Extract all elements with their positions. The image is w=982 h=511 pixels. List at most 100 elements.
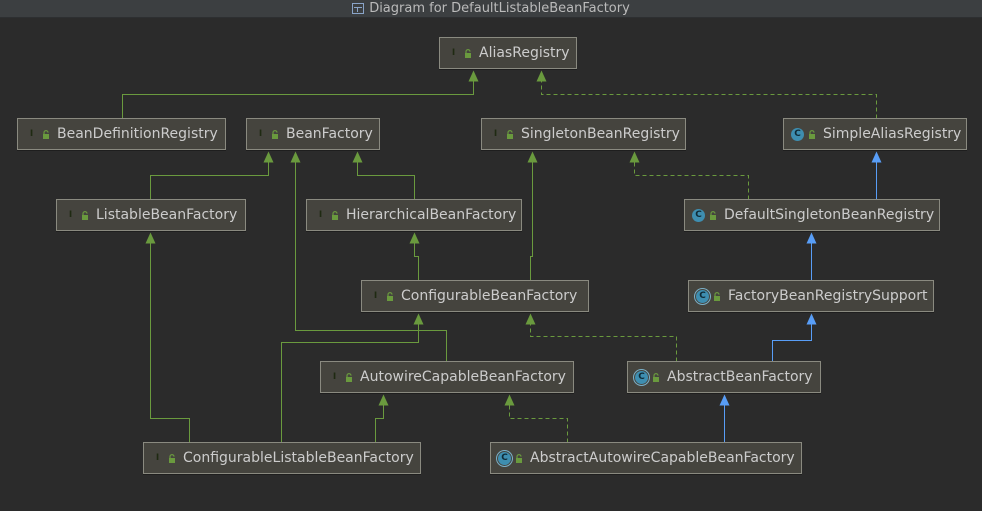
abstract-class-icon: C: [696, 289, 709, 303]
diagram-edges: [122, 70, 882, 443]
class-icon: C: [692, 208, 705, 222]
node-label: FactoryBeanRegistrySupport: [728, 288, 928, 304]
node-autowire-capable-bean-factory[interactable]: I AutowireCapableBeanFactory: [320, 361, 574, 393]
edge-bean-definition-registry-to-alias-registry: [122, 70, 479, 119]
diagram-canvas[interactable]: I AliasRegistry I BeanDefinitionRegistry…: [0, 18, 982, 511]
node-alias-registry[interactable]: I AliasRegistry: [439, 37, 577, 69]
arrowhead-icon: [806, 232, 817, 244]
interface-icon: I: [451, 47, 456, 58]
node-label: HierarchicalBeanFactory: [346, 207, 517, 223]
interface-icon: I: [258, 128, 263, 139]
abstract-class-icon: C: [498, 451, 511, 465]
edge-abstract-autowire-capable-bean-factory-to-autowire-capable-bean-factory: [504, 394, 568, 443]
arrowhead-icon: [263, 151, 274, 163]
edge-abstract-bean-factory-to-factory-bean-registry-support: [772, 313, 817, 362]
edge-line: [150, 161, 269, 200]
edge-line: [541, 80, 877, 119]
node-default-singleton-bean-registry[interactable]: C DefaultSingletonBeanRegistry: [684, 199, 940, 231]
node-label: ConfigurableListableBeanFactory: [183, 450, 414, 466]
node-bean-definition-registry[interactable]: I BeanDefinitionRegistry: [17, 118, 226, 150]
arrowhead-icon: [290, 151, 301, 163]
edge-line: [530, 161, 533, 281]
edge-line: [530, 323, 677, 362]
node-hierarchical-bean-factory[interactable]: I HierarchicalBeanFactory: [306, 199, 522, 231]
lock-icon: [169, 453, 175, 463]
lock-icon: [653, 372, 659, 382]
diagram-icon: [352, 3, 365, 14]
edge-line: [634, 161, 749, 200]
edge-line: [509, 404, 568, 443]
node-abstract-autowire-capable-bean-factory[interactable]: C AbstractAutowireCapableBeanFactory: [490, 442, 802, 474]
edge-configurable-listable-bean-factory-to-autowire-capable-bean-factory: [375, 394, 389, 443]
edge-configurable-bean-factory-to-hierarchical-bean-factory: [409, 232, 420, 281]
edge-line: [295, 161, 447, 362]
node-label: BeanFactory: [286, 126, 373, 142]
edge-line: [375, 404, 384, 443]
edge-default-singleton-bean-registry-to-singleton-bean-registry: [629, 151, 749, 200]
node-simple-alias-registry[interactable]: C SimpleAliasRegistry: [783, 118, 967, 150]
lock-icon: [465, 48, 471, 58]
node-label: SimpleAliasRegistry: [823, 126, 962, 142]
arrowhead-icon: [409, 232, 420, 244]
edge-configurable-bean-factory-to-singleton-bean-registry: [527, 151, 538, 281]
node-label: ConfigurableBeanFactory: [401, 288, 578, 304]
interface-icon: I: [29, 128, 34, 139]
arrowhead-icon: [629, 151, 640, 163]
edge-line: [414, 242, 419, 281]
edge-listable-bean-factory-to-bean-factory: [150, 151, 274, 200]
node-label: ListableBeanFactory: [96, 207, 238, 223]
lock-icon: [507, 129, 513, 139]
node-listable-bean-factory[interactable]: I ListableBeanFactory: [56, 199, 246, 231]
edge-line: [281, 323, 419, 443]
edge-configurable-listable-bean-factory-to-listable-bean-factory: [145, 232, 190, 443]
edge-factory-bean-registry-support-to-default-singleton-bean-registry: [806, 232, 817, 281]
arrowhead-icon: [806, 313, 817, 325]
interface-icon: I: [68, 209, 73, 220]
arrowhead-icon: [536, 70, 547, 82]
arrowhead-icon: [352, 151, 363, 163]
node-label: AbstractBeanFactory: [667, 369, 813, 385]
node-bean-factory[interactable]: I BeanFactory: [246, 118, 380, 150]
node-factory-bean-registry-support[interactable]: C FactoryBeanRegistrySupport: [688, 280, 934, 312]
lock-icon: [387, 291, 393, 301]
lock-icon: [714, 291, 720, 301]
interface-icon: I: [493, 128, 498, 139]
window-title: Diagram for DefaultListableBeanFactory: [369, 1, 630, 16]
edge-hierarchical-bean-factory-to-bean-factory: [352, 151, 415, 200]
node-label: BeanDefinitionRegistry: [57, 126, 218, 142]
node-label: AbstractAutowireCapableBeanFactory: [530, 450, 795, 466]
lock-icon: [809, 129, 815, 139]
node-label: AutowireCapableBeanFactory: [360, 369, 566, 385]
node-configurable-bean-factory[interactable]: I ConfigurableBeanFactory: [361, 280, 589, 312]
node-label: AliasRegistry: [479, 45, 570, 61]
arrowhead-icon: [871, 151, 882, 163]
edge-simple-alias-registry-to-alias-registry: [536, 70, 877, 119]
lock-icon: [516, 453, 522, 463]
edge-line: [772, 323, 812, 362]
edge-abstract-autowire-capable-bean-factory-to-abstract-bean-factory: [719, 394, 730, 443]
edge-line: [357, 161, 415, 200]
arrowhead-icon: [504, 394, 515, 406]
edge-line: [150, 242, 190, 443]
arrowhead-icon: [525, 313, 536, 325]
node-label: DefaultSingletonBeanRegistry: [724, 207, 935, 223]
node-configurable-listable-bean-factory[interactable]: I ConfigurableListableBeanFactory: [143, 442, 421, 474]
lock-icon: [82, 210, 88, 220]
lock-icon: [332, 210, 338, 220]
arrowhead-icon: [719, 394, 730, 406]
edge-default-singleton-bean-registry-to-simple-alias-registry: [871, 151, 882, 200]
arrowhead-icon: [468, 70, 479, 82]
lock-icon: [272, 129, 278, 139]
node-singleton-bean-registry[interactable]: I SingletonBeanRegistry: [481, 118, 686, 150]
node-abstract-bean-factory[interactable]: C AbstractBeanFactory: [627, 361, 821, 393]
arrowhead-icon: [145, 232, 156, 244]
node-label: SingletonBeanRegistry: [521, 126, 680, 142]
class-icon: C: [791, 127, 804, 141]
lock-icon: [43, 129, 49, 139]
arrowhead-icon: [413, 313, 424, 325]
edge-abstract-bean-factory-to-configurable-bean-factory: [525, 313, 677, 362]
arrowhead-icon: [527, 151, 538, 163]
interface-icon: I: [373, 290, 378, 301]
interface-icon: I: [318, 209, 323, 220]
edge-line: [122, 80, 474, 119]
